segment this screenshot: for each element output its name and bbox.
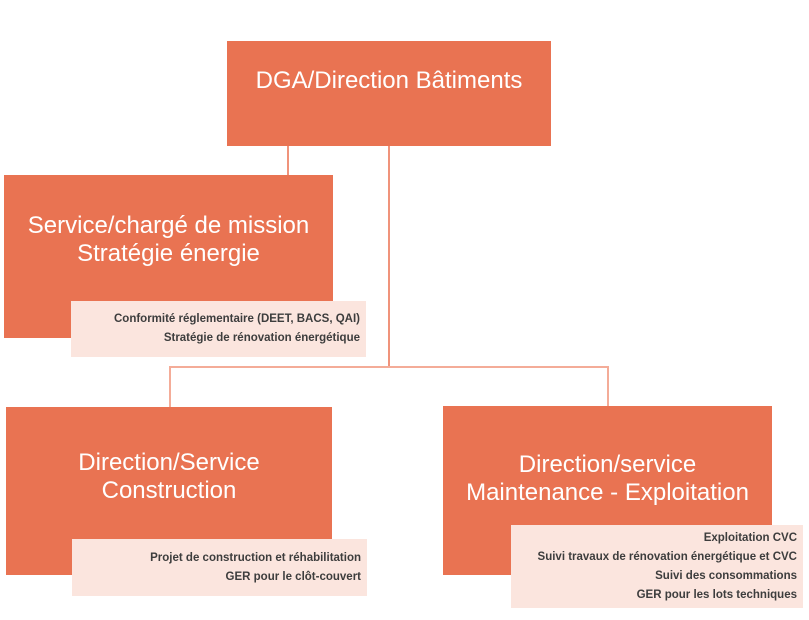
connector-branch-horizontal	[169, 366, 609, 368]
connector-root-to-energy	[287, 146, 289, 176]
org-box-dga-direction-batiments: DGA/Direction Bâtiments	[227, 41, 551, 146]
sub-item: Suivi des consommations	[655, 569, 797, 582]
sub-item: Conformité réglementaire (DEET, BACS, QA…	[113, 313, 360, 325]
connector-branch-to-maintenance	[607, 366, 609, 407]
org-box-title-line2: Stratégie énergie	[77, 240, 260, 267]
sub-item: Projet de construction et réhabilitation	[150, 551, 361, 564]
org-box-title-line2: Maintenance - Exploitation	[466, 478, 749, 506]
sub-item: Stratégie de rénovation énergétique	[163, 332, 360, 344]
sub-item: GER pour le clôt-couvert	[225, 570, 361, 583]
org-box-title-line2: Construction	[101, 477, 237, 504]
sub-item: Exploitation CVC	[703, 531, 797, 544]
org-box-title: DGA/Direction Bâtiments	[255, 66, 523, 94]
sub-item: GER pour les lots techniques	[636, 588, 797, 601]
connector-root-trunk	[388, 146, 390, 367]
org-subbox-construction: Projet de construction et réhabilitation…	[72, 539, 367, 596]
org-box-title-line1: Direction/Service	[78, 449, 260, 477]
org-subbox-maintenance-exploitation: Exploitation CVC Suivi travaux de rénova…	[511, 525, 803, 608]
connector-branch-to-construction	[169, 366, 171, 408]
org-subbox-strategie-energie: Conformité réglementaire (DEET, BACS, QA…	[71, 301, 366, 357]
org-box-title-line1: Direction/service	[518, 450, 697, 478]
org-box-maintenance-exploitation: Direction/service Maintenance - Exploita…	[443, 406, 772, 575]
sub-item: Suivi travaux de rénovation énergétique …	[537, 550, 797, 563]
org-box-title-line1: Service/chargé de mission	[27, 212, 310, 240]
